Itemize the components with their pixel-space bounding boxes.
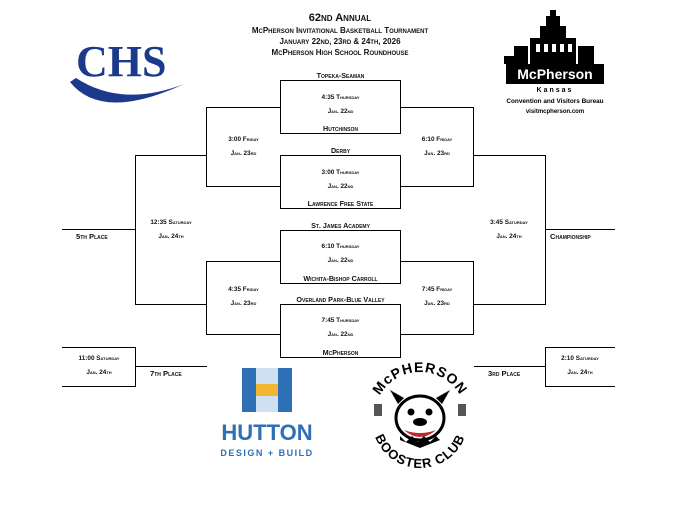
hutton-h-icon bbox=[242, 368, 292, 412]
chs-logo: CHS bbox=[70, 37, 184, 103]
mcpherson-banner bbox=[506, 64, 604, 84]
team-derby: Derby bbox=[330, 146, 351, 155]
event-edition: 62nd Annual bbox=[308, 12, 372, 24]
booster-club-logo: McPHERSON BOOSTER CLUB bbox=[369, 359, 471, 471]
team-st-james-academy: St. James Academy bbox=[311, 221, 370, 230]
seventh-place-label: 7th Place bbox=[150, 369, 182, 378]
mcpherson-logo-text: McPherson bbox=[517, 66, 592, 82]
kansas-text: Kansas bbox=[537, 87, 574, 94]
cvb-url: visitmcpherson.com bbox=[526, 109, 584, 115]
tournament-venue: McPherson High School Roundhouse bbox=[271, 48, 409, 57]
header: 62nd Annual McPherson Invitational Baske… bbox=[180, 12, 500, 58]
svg-text:McPHERSON: McPHERSON bbox=[369, 359, 471, 397]
chs-logo-text: CHS bbox=[76, 37, 166, 86]
chs-swoosh bbox=[70, 78, 184, 103]
qr-icons bbox=[374, 404, 466, 416]
hutton-design-build-logo: HUTTON DESIGN + BUILD bbox=[220, 368, 313, 458]
third-place-label: 3rd Place bbox=[488, 369, 521, 378]
team-lawrence-free-state: Lawrence Free State bbox=[307, 199, 374, 208]
mcpherson-cvb-logo: McPherson Kansas Convention and Visitors… bbox=[504, 10, 604, 115]
championship-label: Championship bbox=[550, 232, 591, 241]
team-hutchinson: Hutchinson bbox=[323, 124, 358, 133]
fifth-place-label: 5th Place bbox=[76, 232, 108, 241]
team-wichita-bishop-carroll: Wichita-Bishop Carroll bbox=[303, 274, 378, 283]
cvb-text: Convention and Visitors Bureau bbox=[506, 98, 603, 105]
tournament-dates: January 22nd, 23rd & 24th, 2026 bbox=[279, 37, 401, 46]
booster-top-text: McPHERSON bbox=[369, 359, 470, 397]
team-mcpherson: McPherson bbox=[322, 348, 359, 357]
courthouse-icon bbox=[504, 10, 594, 64]
bulldog-icon bbox=[390, 390, 450, 448]
hutton-tagline: DESIGN + BUILD bbox=[220, 448, 313, 458]
hutton-name: HUTTON bbox=[221, 420, 312, 445]
team-overland-park-blue-valley: Overland Park-Blue Valley bbox=[296, 295, 385, 304]
tournament-name: McPherson Invitational Basketball Tourna… bbox=[251, 26, 429, 35]
team-topeka-seaman: Topeka-Seaman bbox=[316, 71, 365, 80]
